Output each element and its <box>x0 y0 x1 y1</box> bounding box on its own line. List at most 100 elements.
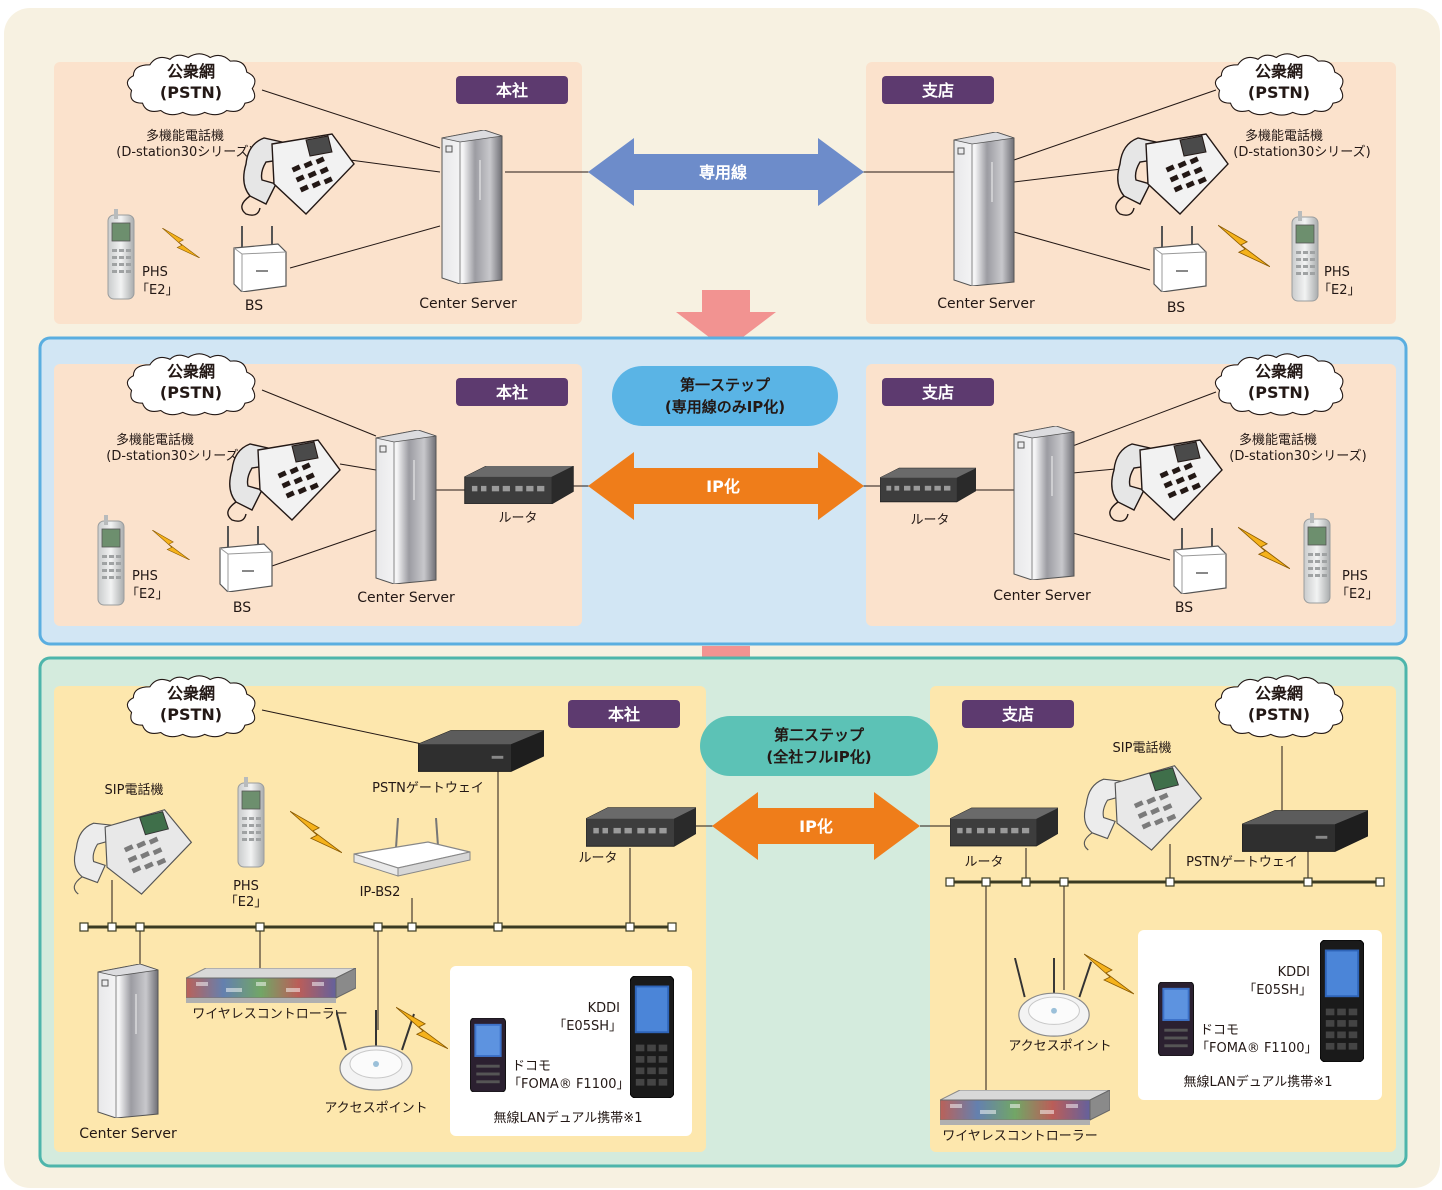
phs-label: 「E2」 <box>1336 587 1379 602</box>
head-office-badge <box>456 76 568 104</box>
multi-phone-label: 多機能電話機 <box>1245 128 1323 144</box>
multi-phone-label: 多機能電話機 <box>146 128 224 144</box>
step1-subtitle: (専用線のみIP化) <box>665 398 785 416</box>
center-server-label: Center Server <box>357 590 455 606</box>
wireless-controller-label: ワイヤレスコントローラー <box>192 1007 348 1022</box>
step2-title-pill <box>700 716 938 776</box>
center-server-label: Center Server <box>419 296 517 312</box>
router-label: ルータ <box>964 855 1003 870</box>
kddi-phone-icon <box>630 976 674 1098</box>
phs-label: PHS <box>1342 569 1368 584</box>
router-icon <box>586 807 696 847</box>
branch-badge <box>882 76 994 104</box>
step1-section: 公衆網 (PSTN) 本社 多機能電話機 (D-station30シリーズ) P… <box>38 336 1408 646</box>
docomo-phone-icon <box>470 1018 506 1092</box>
head-office-label: 本社 <box>608 705 640 724</box>
branch-label: 支店 <box>1001 705 1034 724</box>
phs-label: 「E2」 <box>126 587 169 602</box>
bs-label: BS <box>245 298 263 314</box>
docomo-phone-icon <box>1158 982 1194 1056</box>
docomo-label: ドコモ <box>512 1059 551 1074</box>
branch-badge <box>882 378 994 406</box>
down-arrow-icon <box>676 290 776 350</box>
kddi-label: 「E05SH」 <box>1243 983 1312 998</box>
pstn-label: (PSTN) <box>160 83 222 102</box>
kddi-label: 「E05SH」 <box>553 1019 622 1034</box>
wireless-controller-label: ワイヤレスコントローラー <box>942 1129 1098 1144</box>
step1-title-pill <box>612 366 838 426</box>
multi-phone-label: 多機能電話機 <box>116 432 194 448</box>
branch-label: 支店 <box>921 383 954 402</box>
phs-label: 「E2」 <box>225 895 268 910</box>
multi-phone-label: (D-station30シリーズ) <box>1229 448 1366 464</box>
pstn-gateway-label: PSTNゲートウェイ <box>1186 855 1298 870</box>
pstn-gateway-icon <box>1242 810 1368 852</box>
pstn-gateway-icon <box>418 730 544 772</box>
router-icon <box>880 467 976 503</box>
kddi-label: KDDI <box>588 1001 620 1016</box>
pstn-gateway-label: PSTNゲートウェイ <box>372 781 484 796</box>
bs-label: BS <box>1175 600 1193 616</box>
bus-nodes <box>945 877 1385 887</box>
router-label: ルータ <box>578 851 617 866</box>
docomo-label: ドコモ <box>1200 1023 1239 1038</box>
center-server-label: Center Server <box>79 1126 177 1142</box>
pstn-label: 公衆網 <box>167 684 215 703</box>
multi-phone-label: (D-station30シリーズ) <box>1233 144 1370 160</box>
step2-section: 公衆網 (PSTN) 本社 PSTNゲートウェイ SIP電話機 PHS 「E2」… <box>38 656 1408 1168</box>
center-server-icon <box>97 964 159 1118</box>
pstn-label: (PSTN) <box>1248 383 1310 402</box>
ip-bs2-label: IP-BS2 <box>360 885 401 900</box>
sip-phone-label: SIP電話機 <box>1113 740 1172 756</box>
center-server-label: Center Server <box>993 588 1091 604</box>
center-server-icon <box>441 130 503 284</box>
phs-label: 「E2」 <box>136 283 179 298</box>
wireless-controller-icon <box>186 968 356 1004</box>
step2-subtitle: (全社フルIP化) <box>766 748 871 766</box>
pstn-label: 公衆網 <box>1255 62 1303 81</box>
router-label: ルータ <box>910 513 949 528</box>
phs-handset-icon <box>107 208 135 300</box>
wireless-controller-icon <box>940 1090 1110 1126</box>
center-server-label: Center Server <box>937 296 1035 312</box>
phs-label: PHS <box>1324 265 1350 280</box>
ip-link-arrow <box>712 792 920 860</box>
bus-nodes <box>79 922 677 932</box>
branch-badge <box>962 700 1074 728</box>
ip-link-label: IP化 <box>799 817 833 836</box>
multi-phone-label: 多機能電話機 <box>1239 432 1317 448</box>
multi-phone-label: (D-station30シリーズ) <box>106 448 243 464</box>
step1-title: 第一ステップ <box>680 376 771 394</box>
dual-phone-label: 無線LANデュアル携帯※1 <box>494 1110 643 1126</box>
kddi-label: KDDI <box>1278 965 1310 980</box>
pstn-label: (PSTN) <box>160 705 222 724</box>
router-icon <box>464 466 574 504</box>
pstn-label: 公衆網 <box>167 362 215 381</box>
center-server-icon <box>953 132 1015 286</box>
pstn-label: (PSTN) <box>1248 705 1310 724</box>
branch-label: 支店 <box>921 81 954 100</box>
bs-label: BS <box>233 600 251 616</box>
access-point-label: アクセスポイント <box>1008 1039 1111 1054</box>
pstn-label: (PSTN) <box>1248 83 1310 102</box>
pstn-label: 公衆網 <box>1255 362 1303 381</box>
phs-label: PHS <box>142 265 168 280</box>
docomo-label: 「FOMA® F1100」 <box>508 1077 630 1092</box>
bs-label: BS <box>1167 300 1185 316</box>
center-server-icon <box>1013 426 1075 580</box>
current-section: 公衆網 (PSTN) 本社 多機能電話機 (D-station30シリーズ) P… <box>54 53 1396 324</box>
center-server-icon <box>375 430 437 584</box>
phs-label: PHS <box>132 569 158 584</box>
head-office-label: 本社 <box>496 81 528 100</box>
pstn-label: (PSTN) <box>160 383 222 402</box>
phs-handset-icon <box>1303 512 1331 604</box>
sip-phone-label: SIP電話機 <box>105 782 164 798</box>
leased-line-label: 専用線 <box>699 163 747 182</box>
kddi-phone-icon <box>1320 940 1364 1062</box>
head-office-label: 本社 <box>496 383 528 402</box>
head-office-area <box>54 364 582 626</box>
multi-phone-label: (D-station30シリーズ) <box>116 144 253 160</box>
phs-handset-icon <box>1291 210 1319 302</box>
pstn-label: 公衆網 <box>1255 684 1303 703</box>
